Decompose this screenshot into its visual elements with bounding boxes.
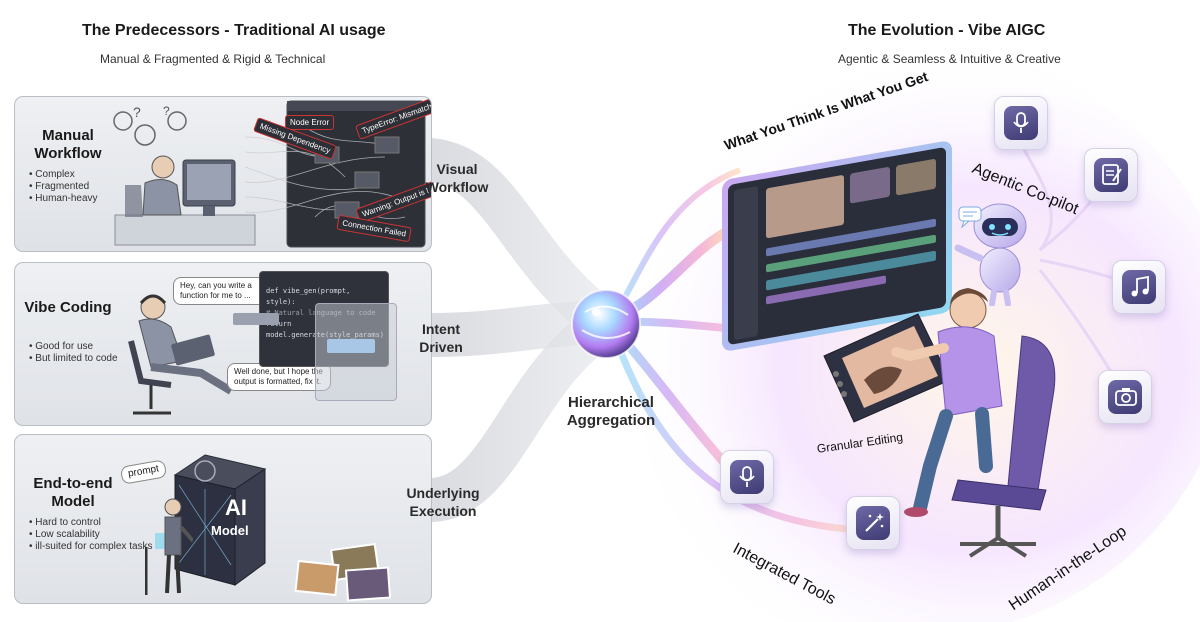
flow-label-intent: Intent Driven	[419, 321, 463, 355]
artist-person	[891, 288, 1003, 517]
bullet: Complex	[29, 169, 98, 181]
bullet: ill-suited for complex tasks	[29, 541, 152, 553]
magic-wand-tile[interactable]	[846, 496, 900, 550]
svg-text:?: ?	[133, 105, 141, 120]
user-standing-illustration	[164, 498, 193, 594]
ribbon-visual	[426, 138, 614, 336]
music-icon	[1131, 275, 1149, 297]
document-tile[interactable]	[1084, 148, 1138, 202]
error-tag-node: Node Error	[285, 115, 335, 130]
bullet: Hard to control	[29, 517, 153, 529]
chat-input-box	[233, 313, 279, 325]
left-title: The Predecessors - Traditional AI usage	[82, 22, 386, 39]
flow-label-underlying: Underlying Execution	[406, 485, 480, 519]
svg-text:?: ?	[163, 105, 170, 118]
code-line: def vibe_gen(prompt, style):	[266, 287, 351, 306]
bullet: Low scalability	[29, 529, 153, 541]
generated-images	[294, 543, 392, 602]
left-subtitle: Manual & Fragmented & Rigid & Technical	[100, 52, 326, 66]
document-icon	[1102, 164, 1122, 185]
robot-copilot	[954, 203, 1027, 306]
bullet: Fragmented	[29, 181, 98, 193]
panel-manual-workflow: Manual Workflow Complex Fragmented Human…	[14, 96, 432, 252]
music-tile[interactable]	[1112, 260, 1166, 314]
bullet: Good for use	[29, 341, 118, 353]
flow-label-visual: Visual Workflow	[425, 161, 489, 195]
bullet: But limited to code	[29, 353, 117, 365]
center-label: Hierarchical Aggregation	[566, 394, 656, 429]
right-subtitle: Agentic & Seamless & Intuitive & Creativ…	[838, 52, 1061, 66]
office-chair	[951, 335, 1056, 558]
panel-bullets: Hard to control Low scalability ill-suit…	[29, 517, 153, 553]
chat-reply-box	[327, 339, 375, 353]
drawing-tablet	[823, 313, 951, 423]
ribbon-underlying	[427, 309, 613, 522]
panel-title: Vibe Coding	[24, 299, 112, 316]
microphone-icon	[1013, 112, 1029, 133]
panel-title: Manual Workflow	[34, 127, 102, 162]
stressed-user-illustration: ? ?	[113, 105, 256, 246]
chat-icon	[958, 206, 982, 228]
panel-vibe-coding: Vibe Coding Good for use But limited to …	[14, 262, 432, 426]
camera-tile[interactable]	[1098, 370, 1152, 424]
reply-speech-bubble: Well done, but I hope the output is form…	[227, 363, 331, 391]
panel-bullets: Complex Fragmented Human-heavy	[29, 169, 98, 205]
microphone-tile-bottom[interactable]	[720, 450, 774, 504]
microphone-tile-top[interactable]	[994, 96, 1048, 150]
microphone-icon	[739, 466, 755, 487]
cube-label-ai: AI	[225, 495, 247, 520]
aggregation-orb	[572, 290, 640, 358]
bullet: Human-heavy	[29, 193, 97, 205]
user-speech-bubble: Hey, can you write a function for me to …	[173, 277, 271, 305]
panel-bullets: Good for use But limited to code	[29, 341, 118, 365]
panel-end-to-end-model: End-to-end Model Hard to control Low sca…	[14, 434, 432, 604]
magic-wand-icon	[865, 513, 884, 532]
cube-label-model: Model	[211, 523, 249, 538]
panel-title: End-to-end Model	[33, 475, 113, 510]
relaxed-user-illustration	[128, 294, 234, 415]
right-title: The Evolution - Vibe AIGC	[848, 22, 1046, 39]
camera-icon	[1115, 388, 1137, 406]
